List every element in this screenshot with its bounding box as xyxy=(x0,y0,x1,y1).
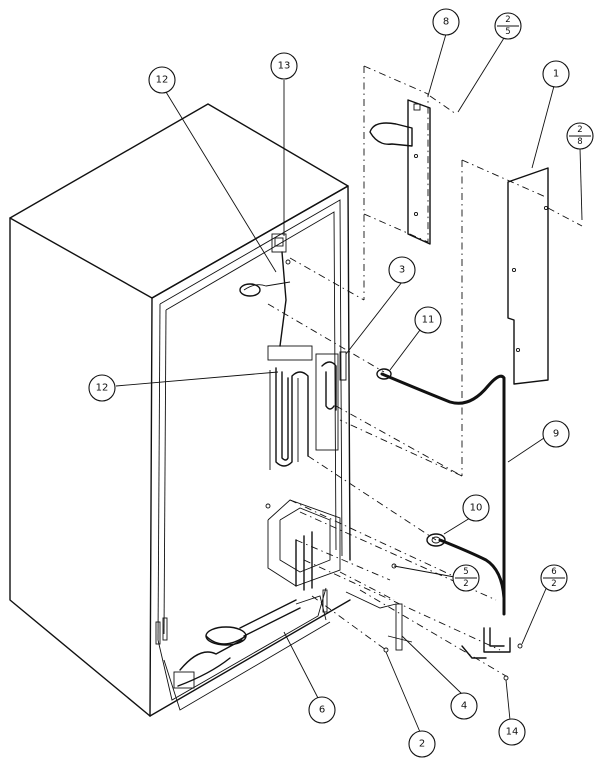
callout-12-lower-label: 12 xyxy=(96,383,109,394)
fraction-5-2-bottom: 2 xyxy=(463,579,468,589)
callout-13: 13 xyxy=(270,52,298,80)
fraction-6-2-bottom: 2 xyxy=(551,579,556,589)
callout-2: 2 xyxy=(408,730,436,758)
callout-6: 6 xyxy=(308,696,336,724)
callout-12-lower: 12 xyxy=(88,374,116,402)
callout-9-label: 9 xyxy=(553,429,559,440)
callout-12-upper-label: 12 xyxy=(156,75,169,86)
callout-8-label: 8 xyxy=(443,17,449,28)
fraction-callout-2-5: 2 5 xyxy=(494,12,522,40)
fraction-2-8-bottom: 8 xyxy=(577,137,582,147)
explosion-guide-lines xyxy=(267,95,583,677)
lower-fittings xyxy=(345,563,523,681)
part-9-tube-harness xyxy=(376,368,506,616)
refrigeration-tubing xyxy=(173,233,347,689)
back-cover-outline xyxy=(339,65,549,477)
callout-12-upper: 12 xyxy=(148,66,176,94)
callout-3: 3 xyxy=(388,256,416,284)
callout-4: 4 xyxy=(450,692,478,720)
callout-1: 1 xyxy=(542,60,570,88)
callout-3-label: 3 xyxy=(399,265,405,276)
callout-8: 8 xyxy=(432,8,460,36)
fraction-callout-6-2: 6 2 xyxy=(540,564,568,592)
refrigerator-cabinet xyxy=(9,103,351,717)
callout-4-label: 4 xyxy=(461,701,467,712)
callout-11: 11 xyxy=(414,306,442,334)
callout-11-label: 11 xyxy=(422,315,435,326)
fraction-callout-5-2: 5 2 xyxy=(452,564,480,592)
fraction-callout-2-8: 2 8 xyxy=(566,122,594,150)
callout-14: 14 xyxy=(498,718,526,746)
callout-leaders xyxy=(115,33,583,733)
part-8-bracket-plate xyxy=(369,99,431,245)
fraction-5-2-top: 5 xyxy=(463,567,468,577)
callout-1-label: 1 xyxy=(553,69,559,80)
callout-9: 9 xyxy=(542,420,570,448)
callout-10-label: 10 xyxy=(470,503,483,514)
fraction-2-5-bottom: 5 xyxy=(505,27,510,37)
fraction-2-8-top: 2 xyxy=(577,125,582,135)
callout-13-label: 13 xyxy=(278,61,291,72)
fraction-2-5-top: 2 xyxy=(505,15,510,25)
fraction-6-2-top: 6 xyxy=(551,567,556,577)
callout-2-label: 2 xyxy=(419,739,425,750)
callout-10: 10 xyxy=(462,494,490,522)
callout-6-label: 6 xyxy=(319,705,325,716)
callout-14-label: 14 xyxy=(506,727,519,738)
part-1-cover-plate xyxy=(507,167,549,385)
